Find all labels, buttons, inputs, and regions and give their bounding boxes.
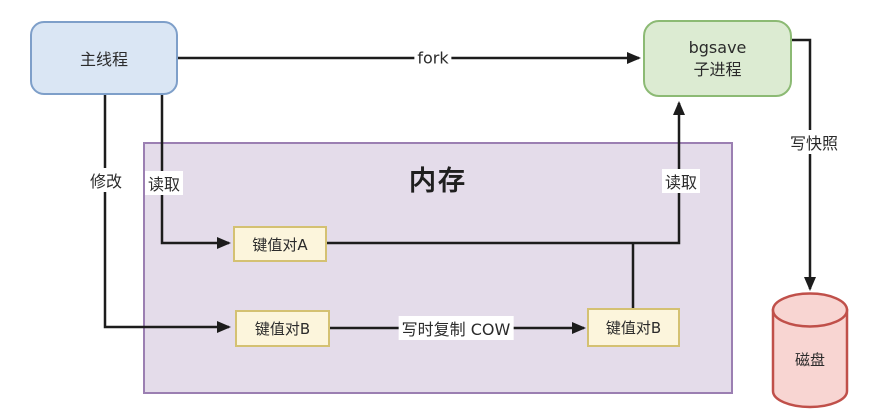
key-value-pair-b-copy-label: 键值对B: [605, 319, 662, 337]
disk-cylinder-body: [771, 308, 849, 409]
key-value-pair-b-original-label: 键值对B: [254, 320, 311, 338]
read-right-edge-label: 读取: [661, 169, 701, 193]
memory-title: 内存: [409, 166, 467, 197]
key-value-pair-a-label: 键值对A: [252, 235, 308, 254]
read-left-edge-label: 读取: [144, 171, 184, 195]
key-value-pair-a-node: 键值对A: [233, 226, 327, 262]
modify-edge-label: 修改: [86, 168, 126, 192]
edge-modify-line: [103, 95, 231, 333]
key-value-pair-b-original-node: 键值对B: [235, 310, 330, 347]
edge-read-right-line: [327, 101, 685, 245]
write-snapshot-edge-label: 写快照: [786, 130, 842, 154]
fork-edge-label: fork: [414, 48, 452, 68]
disk-cylinder: [771, 292, 849, 409]
memory-container: [143, 142, 733, 394]
main-thread-node: 主线程: [30, 21, 178, 95]
edge-read-left-line: [160, 95, 231, 249]
disk-label: 磁盘: [794, 351, 825, 369]
key-value-pair-b-copy-node: 键值对B: [587, 308, 680, 347]
bgsave-label-line1: bgsave: [688, 37, 747, 57]
disk-cylinder-top: [771, 292, 849, 328]
main-thread-label: 主线程: [79, 50, 128, 69]
edge-write-snapshot-line: [792, 38, 816, 291]
copy-on-write-edge-label: 写时复制 COW: [398, 316, 514, 340]
bgsave-label-line2: 子进程: [693, 59, 742, 79]
bgsave-child-process-node: bgsave 子进程: [643, 20, 792, 97]
